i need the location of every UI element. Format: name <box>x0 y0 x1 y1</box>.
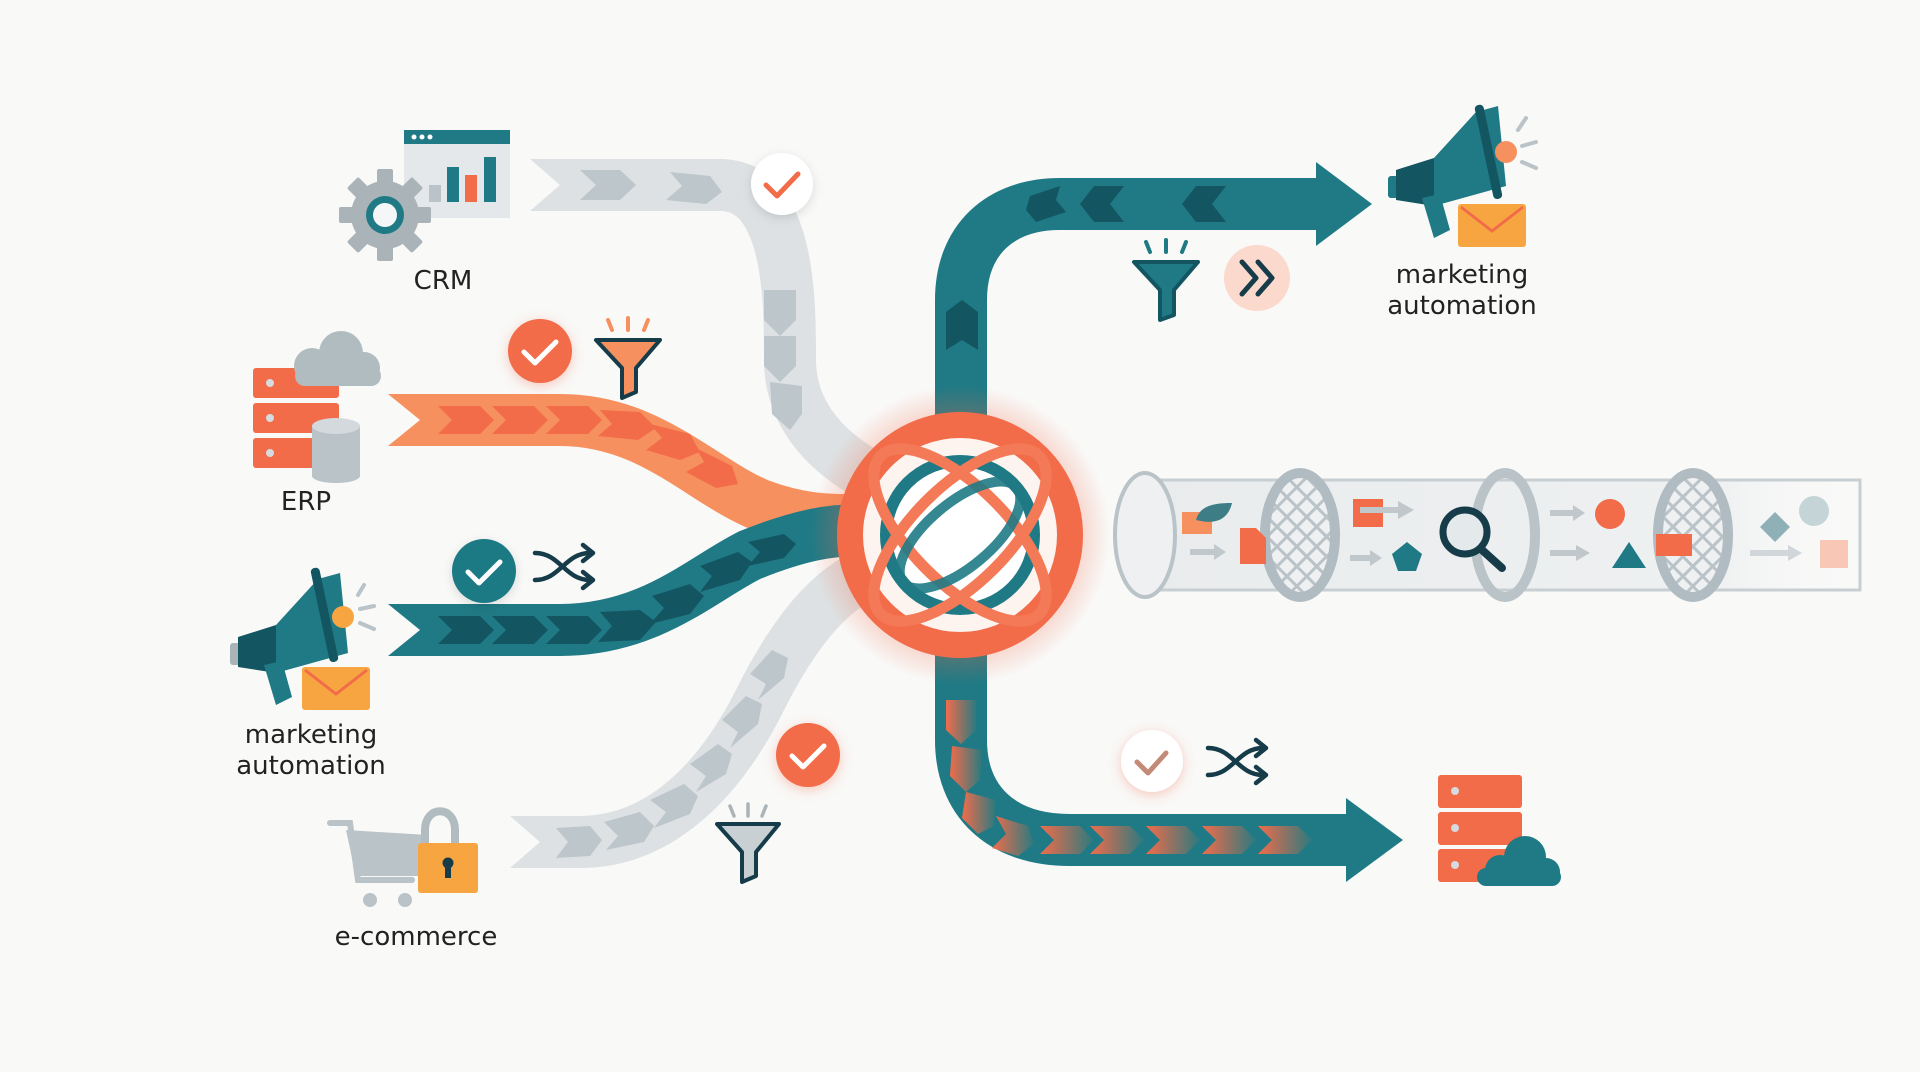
funnel-icon-erp <box>594 316 662 400</box>
check-badge-erp <box>508 319 572 383</box>
megaphone-icon-left <box>230 567 376 705</box>
fast-forward-badge <box>1224 245 1290 311</box>
integration-hub <box>810 385 1110 685</box>
marketing-label-right-line1: marketing <box>1395 260 1529 290</box>
funnel-icon-ecommerce <box>715 802 781 884</box>
erp-icon <box>253 331 381 483</box>
circle-item <box>1595 499 1625 529</box>
megaphone-icon-right <box>1388 104 1538 238</box>
marketing-label-left-line1: marketing <box>244 720 378 750</box>
ecommerce-icon <box>327 807 478 907</box>
erp-label: ERP <box>280 487 332 517</box>
document-item <box>1240 528 1266 564</box>
filter-mesh-1 <box>1260 468 1340 602</box>
leaf-item <box>1196 503 1232 522</box>
check-badge-output <box>1121 730 1183 792</box>
envelope-icon-left <box>302 667 370 710</box>
magnifier-icon <box>1439 506 1506 572</box>
cloud-icon <box>294 331 381 386</box>
processing-pipeline <box>1113 468 1862 602</box>
check-badge-marketing <box>452 539 516 603</box>
shuffle-icon-marketing <box>532 542 596 591</box>
check-badge-ecommerce <box>776 723 840 787</box>
server-cloud-icon-right <box>1438 775 1561 886</box>
crm-label: CRM <box>413 266 473 296</box>
diamond-item <box>1760 512 1790 542</box>
database-icon <box>312 418 360 483</box>
check-badge-crm <box>751 153 813 215</box>
gear-icon <box>339 169 431 261</box>
crm-icon <box>339 130 510 261</box>
shuffle-icon-output <box>1205 737 1269 786</box>
funnel-icon-output <box>1132 238 1200 322</box>
triangle-item <box>1612 542 1646 568</box>
marketing-label-right-line2: automation <box>1387 291 1537 321</box>
envelope-icon-right <box>1458 204 1526 247</box>
pentagon-item <box>1392 542 1422 571</box>
storage-output-stream <box>935 650 1403 882</box>
marketing-output-stream <box>935 162 1372 420</box>
lock-icon <box>418 843 478 893</box>
ecommerce-label: e-commerce <box>334 922 498 952</box>
marketing-label-left-line2: automation <box>236 751 386 781</box>
